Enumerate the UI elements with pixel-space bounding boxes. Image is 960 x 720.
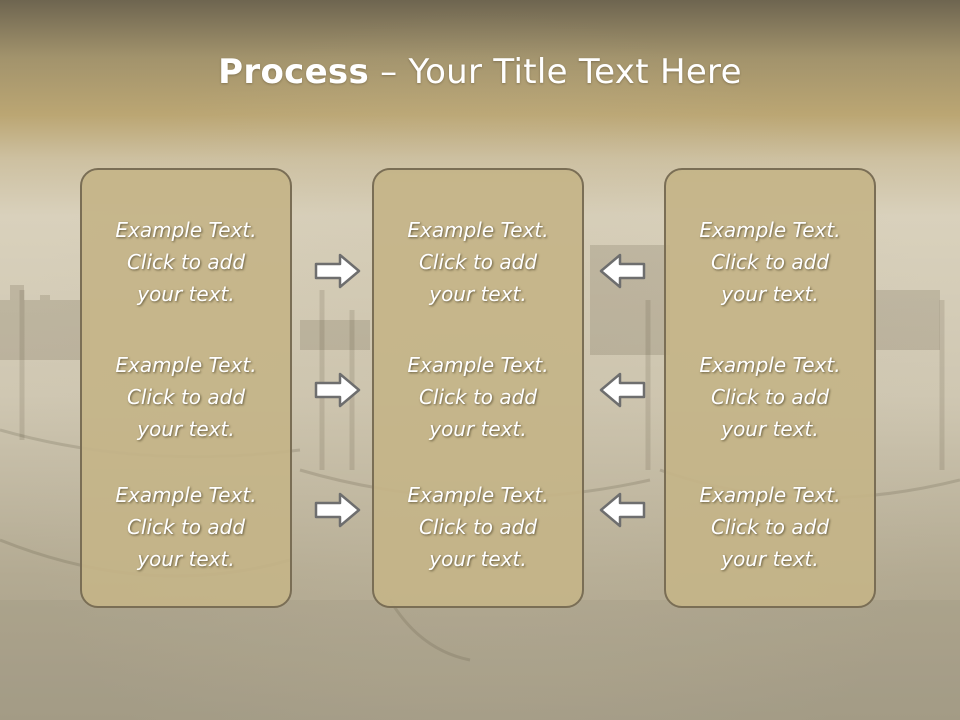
arrow-right-icon: [314, 253, 361, 289]
example-text[interactable]: Example Text. Click to add your text.: [407, 218, 549, 306]
example-text[interactable]: Example Text. Click to add your text.: [699, 353, 841, 441]
example-text[interactable]: Example Text. Click to add your text.: [699, 483, 841, 571]
arrow-right-icon: [314, 372, 361, 408]
arrow-left-icon: [599, 253, 646, 289]
arrow-left-icon: [599, 492, 646, 528]
example-text[interactable]: Example Text. Click to add your text.: [699, 218, 841, 306]
title-rest: – Your Title Text Here: [369, 52, 742, 92]
example-text[interactable]: Example Text. Click to add your text.: [407, 353, 549, 441]
process-box-right[interactable]: Example Text. Click to add your text. Ex…: [664, 168, 876, 608]
title-bold: Process: [218, 52, 370, 92]
arrow-right-icon: [314, 492, 361, 528]
arrow-left-icon: [599, 372, 646, 408]
example-text[interactable]: Example Text. Click to add your text.: [115, 218, 257, 306]
process-box-left[interactable]: Example Text. Click to add your text. Ex…: [80, 168, 292, 608]
example-text[interactable]: Example Text. Click to add your text.: [115, 353, 257, 441]
example-text[interactable]: Example Text. Click to add your text.: [407, 483, 549, 571]
slide-title[interactable]: Process – Your Title Text Here: [0, 52, 960, 92]
process-box-center[interactable]: Example Text. Click to add your text. Ex…: [372, 168, 584, 608]
example-text[interactable]: Example Text. Click to add your text.: [115, 483, 257, 571]
